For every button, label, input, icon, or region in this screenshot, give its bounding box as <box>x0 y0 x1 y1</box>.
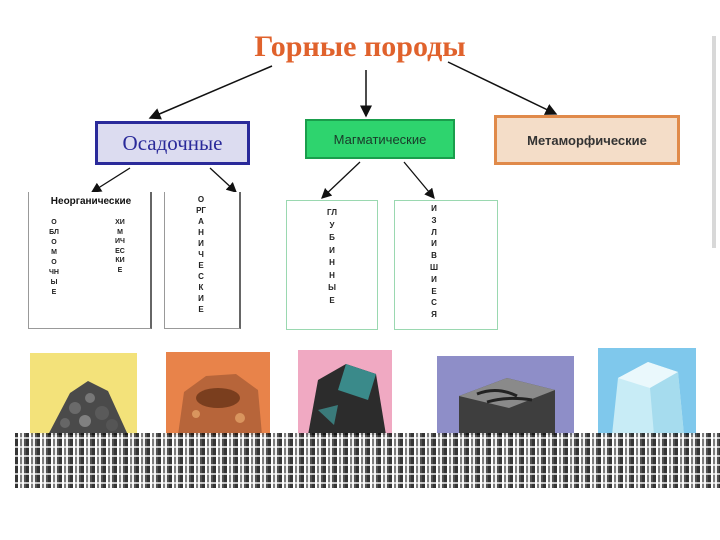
arrow-to-sedimentary <box>148 65 273 120</box>
diagram-title: Горные породы <box>254 30 466 63</box>
arrow-to-organic <box>209 167 237 193</box>
extrusive-panel: ИЗЛИВШИЕСЯ <box>394 200 498 330</box>
scrollbar-track[interactable] <box>712 36 716 248</box>
igneous-box: Магматические <box>305 119 455 159</box>
metamorphic-rock-image <box>437 356 574 435</box>
deep-label: ГЛУБИННЫЕ <box>327 208 337 305</box>
clastic-label: ОБЛОМОЧНЫЕ <box>49 219 59 296</box>
clastic-rock-image <box>30 353 137 435</box>
organic-panel: ОРГАНИЧЕСКИЕ <box>164 192 241 329</box>
arrow-to-deep <box>321 161 361 199</box>
chemical-label: ХИМИЧЕСКИЕ <box>115 219 125 274</box>
extrusive-label: ИЗЛИВШИЕСЯ <box>429 204 439 320</box>
arrow-to-extrusive <box>403 161 435 199</box>
inorganic-label: Неорганические <box>50 196 132 207</box>
sedimentary-box: Осадочные <box>95 121 250 165</box>
arrow-to-metamorphic <box>447 61 558 115</box>
deep-rock-image <box>298 350 392 435</box>
image-artifact-overlay <box>15 433 720 488</box>
organic-label: ОРГАНИЧЕСКИЕ <box>196 195 206 314</box>
deep-panel: ГЛУБИННЫЕ <box>286 200 378 330</box>
organic-rock-image <box>166 352 270 435</box>
extrusive-rock-image <box>598 348 696 435</box>
arrow-to-inorganic <box>90 167 131 193</box>
inorganic-panel: Неорганические ОБЛОМОЧНЫЕ ХИМИЧЕСКИЕ <box>28 192 152 329</box>
metamorphic-box: Метаморфические <box>494 115 680 165</box>
